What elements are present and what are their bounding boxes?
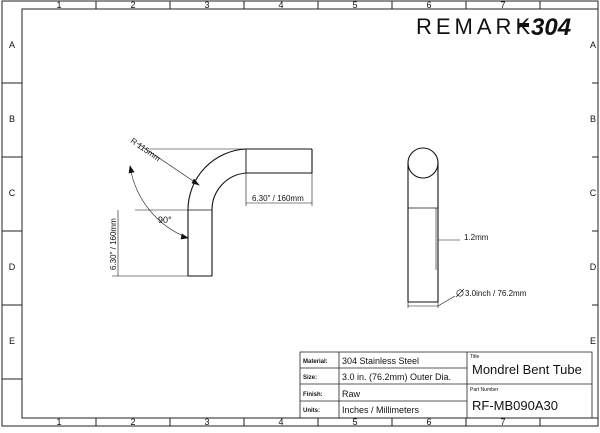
- tb-label-units: Units:: [303, 408, 320, 414]
- col-label-bottom: 5: [352, 417, 357, 427]
- diameter-label: 3.0inch / 76.2mm: [465, 289, 527, 298]
- column-ticks: [95, 1, 541, 426]
- row-label-right: E: [590, 336, 596, 346]
- row-label-left: B: [9, 114, 15, 124]
- col-label-top: 3: [204, 0, 209, 10]
- diameter-dimension: 3.0inch / 76.2mm: [455, 288, 527, 298]
- col-label-top: 5: [352, 0, 357, 10]
- tb-label-size: Size:: [303, 375, 317, 381]
- row-label-right: D: [590, 262, 597, 272]
- title-block-values: 304 Stainless Steel 3.0 in. (76.2mm) Out…: [342, 356, 451, 415]
- end-view-dimensions: [407, 239, 460, 308]
- tb-part-caption: Part Number: [470, 387, 499, 393]
- col-label-top: 4: [278, 0, 283, 10]
- angle-label: 90°: [158, 215, 172, 225]
- wall-thickness-label: 1.2mm: [464, 233, 489, 242]
- horizontal-length-label: 6.30" / 160mm: [252, 194, 304, 203]
- tb-value-units: Inches / Millimeters: [342, 405, 420, 415]
- col-label-bottom: 7: [500, 417, 505, 427]
- inner-border: [21, 8, 599, 419]
- row-label-right: A: [590, 40, 596, 50]
- brand-logo: REMARK 304: [416, 14, 571, 41]
- row-ticks: [2, 82, 598, 380]
- title-block: [299, 351, 593, 419]
- row-label-left: A: [9, 40, 15, 50]
- radius-label: R 115mm: [129, 136, 162, 163]
- row-label-right: B: [590, 114, 596, 124]
- col-label-top: 7: [500, 0, 505, 10]
- col-label-bottom: 3: [204, 417, 209, 427]
- tb-value-finish: Raw: [342, 389, 361, 399]
- col-label-top: 1: [56, 0, 61, 10]
- col-label-bottom: 4: [278, 417, 283, 427]
- diameter-icon-stroke: [455, 288, 465, 298]
- vertical-length-label: 6.30" / 160mm: [109, 218, 118, 270]
- col-label-top: 2: [130, 0, 135, 10]
- row-label-left: C: [9, 188, 16, 198]
- diameter-icon: [456, 289, 464, 297]
- col-label-top: 6: [426, 0, 431, 10]
- col-label-bottom: 6: [426, 417, 431, 427]
- row-label-left: D: [9, 262, 16, 272]
- tb-part-number: RF-MB090A30: [472, 398, 558, 413]
- side-view-dimensions: [112, 142, 313, 277]
- brand-text: REMARK: [416, 14, 534, 39]
- brand-number: 304: [531, 14, 571, 41]
- title-block-labels: Material: Size: Finish: Units:: [303, 359, 328, 414]
- column-labels: 1 2 3 4 5 6 7 1 2 3 4 5 6 7: [56, 0, 505, 427]
- row-label-left: E: [9, 336, 15, 346]
- row-labels: A B C D E A B C D E: [9, 40, 597, 346]
- tb-title: Mondrel Bent Tube: [472, 362, 582, 377]
- tb-label-finish: Finish:: [303, 392, 323, 398]
- tb-value-material: 304 Stainless Steel: [342, 356, 419, 366]
- tb-title-caption: Title: [470, 354, 479, 360]
- brand-dash: [519, 23, 529, 27]
- tube-end-view: [407, 147, 439, 303]
- col-label-bottom: 1: [56, 417, 61, 427]
- tb-value-size: 3.0 in. (76.2mm) Outer Dia.: [342, 372, 451, 382]
- tube-side-view: [187, 148, 313, 277]
- row-label-right: C: [590, 188, 597, 198]
- col-label-bottom: 2: [130, 417, 135, 427]
- tb-label-material: Material:: [303, 359, 328, 365]
